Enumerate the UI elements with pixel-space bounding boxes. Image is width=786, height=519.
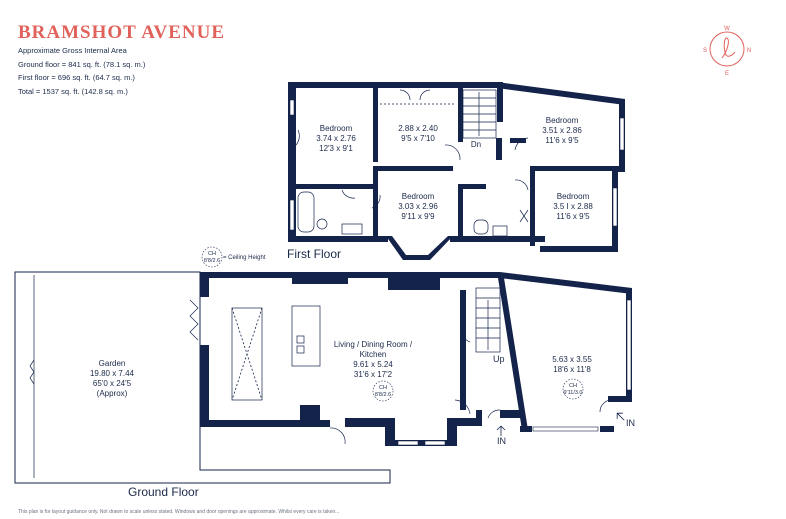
- living-ch: CH: [379, 385, 387, 391]
- ff-bedroom3-metric: 3.51 x 2.86: [542, 126, 582, 135]
- living-name-line1: Living / Dining Room /: [334, 340, 413, 349]
- up-label: Up: [493, 354, 505, 364]
- area-first: First floor = 696 sq. ft. (64.7 sq. m.): [18, 73, 135, 82]
- ff-bedroom1-name: Bedroom: [320, 124, 353, 133]
- ff-bedroom1-imperial: 12'3 x 9'1: [319, 144, 353, 153]
- ff-bedroom4-name: Bedroom: [402, 192, 435, 201]
- living-name-line2: Kitchen: [360, 350, 387, 359]
- compass-s: S: [703, 48, 707, 54]
- compass-e: E: [725, 71, 729, 77]
- room-right-ch-value: 9'11/3.0: [564, 390, 583, 396]
- first-floor-plan: Bedroom 3.74 x 2.76 12'3 x 9'1 2.88 x 2.…: [288, 82, 625, 260]
- ff-bedroom3-imperial: 11'6 x 9'5: [545, 136, 579, 145]
- in-label-front: IN: [497, 436, 506, 446]
- garden-imperial: 65'0 x 24'5: [93, 379, 132, 388]
- room-right-imperial: 18'6 x 11'8: [553, 365, 591, 374]
- ceiling-height-legend: CH 8'8/2.6 = Ceiling Height: [201, 246, 266, 268]
- ff-room2-imperial: 9'5 x 7'10: [401, 134, 435, 143]
- living-imperial: 31'6 x 17'2: [354, 370, 393, 379]
- ff-bedroom3-name: Bedroom: [546, 116, 579, 125]
- legend-label: = Ceiling Height: [223, 255, 266, 261]
- compass-n: N: [747, 48, 751, 54]
- compass-logo: W N S E: [703, 26, 751, 77]
- ff-bedroom1-metric: 3.74 x 2.76: [316, 134, 356, 143]
- property-title: BRAMSHOT AVENUE: [18, 22, 225, 43]
- garden-metric: 19.80 x 7.44: [90, 369, 135, 378]
- ff-bedroom4-metric: 3.03 x 2.96: [398, 202, 438, 211]
- first-floor-label: First Floor: [287, 247, 341, 261]
- ground-floor-label: Ground Floor: [128, 485, 199, 499]
- area-ground: Ground floor = 841 sq. ft. (78.1 sq. m.): [18, 59, 146, 69]
- room-right-metric: 5.63 x 3.55: [552, 355, 592, 364]
- legend-ch-value: 8'8/2.6: [204, 258, 220, 264]
- legend-ch: CH: [208, 251, 216, 257]
- living-metric: 9.61 x 5.24: [353, 360, 393, 369]
- room-right-ch: CH: [569, 383, 577, 389]
- garden-note: (Approx): [97, 389, 128, 398]
- area-total: Total = 1537 sq. ft. (142.8 sq. m.): [18, 86, 128, 96]
- compass-w: W: [724, 26, 730, 32]
- first-floor-stairs: [462, 89, 497, 139]
- ff-bedroom5-name: Bedroom: [557, 192, 590, 201]
- ground-floor-stairs: [475, 287, 501, 353]
- disclaimer-text: This plan is for layout guidance only. N…: [18, 509, 340, 515]
- ff-bedroom5-metric: 3.5 I x 2.88: [553, 202, 593, 211]
- living-ch-value: 8'8/2.6: [375, 392, 391, 398]
- ground-floor-plan: Garden 19.80 x 7.44 65'0 x 24'5 (Approx)…: [14, 271, 635, 484]
- ff-room2-metric: 2.88 x 2.40: [398, 124, 438, 133]
- area-heading: Approximate Gross Internal Area: [18, 46, 127, 55]
- ff-bedroom4-imperial: 9'11 x 9'9: [401, 212, 435, 221]
- ff-bedroom5-imperial: 11'6 x 9'5: [556, 212, 590, 221]
- garden-name: Garden: [99, 359, 126, 368]
- in-label-side: IN: [626, 418, 635, 428]
- area-summary: Approximate Gross Internal Area Ground f…: [18, 44, 145, 98]
- ff-dn-label: Dn: [471, 140, 481, 149]
